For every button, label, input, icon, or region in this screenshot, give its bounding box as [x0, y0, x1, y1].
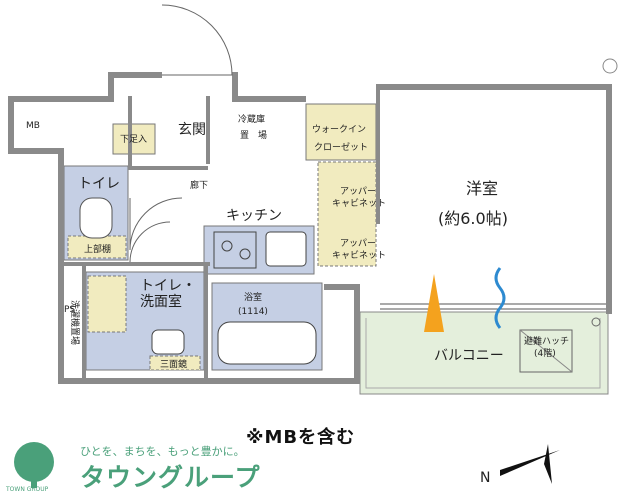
upper-shelf-label: 上部棚	[84, 243, 111, 255]
bathtub	[217, 321, 317, 365]
upper-cab-label-3: アッパー	[340, 238, 376, 249]
toilet-bowl	[79, 197, 113, 239]
toilet-label: トイレ	[78, 176, 120, 192]
balcony-area	[359, 311, 609, 395]
washroom-label-1: トイレ・	[140, 278, 196, 294]
washer-area	[87, 275, 127, 333]
kitchen-label: キッチン	[226, 208, 282, 224]
ps-label: PS	[64, 305, 75, 315]
walkin-label-1: ウォークイン	[312, 124, 366, 135]
upper-cab-label-4: キャビネット	[332, 250, 386, 261]
note-mb-included: ※MBを含む	[246, 427, 356, 448]
upper-shelf-area	[67, 235, 127, 259]
company-sub: TOWN GROUP	[6, 486, 49, 493]
company-name: タウングループ	[80, 463, 261, 492]
shoe-box-area	[112, 123, 156, 155]
shoe-box-label: 下足入	[120, 134, 147, 145]
compass-rose-icon: N	[480, 444, 560, 486]
sink-icon	[265, 231, 307, 267]
hatch-label-2: (4階)	[534, 348, 556, 359]
western-label-1: 洋室	[466, 179, 498, 198]
corridor-label: 廊下	[190, 179, 208, 191]
washer-label: 洗濯機置場	[69, 300, 81, 345]
toilet-door-swing	[129, 197, 183, 251]
drain-icon	[591, 317, 601, 327]
hatch-box	[519, 329, 573, 373]
fridge-label-2: 置 場	[240, 129, 267, 141]
company-tagline: ひとを、まちを、もっと豊かに。	[80, 445, 245, 458]
mirror-area	[149, 355, 201, 371]
mb-label: MB	[26, 121, 40, 131]
fridge-label-1: 冷蔵庫	[238, 113, 265, 125]
bath-label-2: (1114)	[238, 307, 268, 317]
entrance-door-swing	[161, 4, 233, 76]
walkin-label-2: クローゼット	[314, 141, 368, 153]
stove-icon	[213, 231, 257, 269]
bath-label-1: 浴室	[244, 291, 262, 303]
company-logo-icon	[14, 442, 54, 488]
western-label-2: (約6.0帖)	[438, 209, 508, 228]
mirror-label: 三面鏡	[160, 358, 187, 370]
sunlight-icon	[424, 274, 444, 332]
compass-n-label: N	[480, 470, 490, 486]
washroom-label-2: 洗面室	[140, 293, 182, 310]
airflow-icon	[494, 267, 506, 329]
balcony-inner-line	[365, 318, 601, 389]
entrance-label: 玄関	[178, 121, 206, 138]
upper-cab-label-1: アッパー	[340, 186, 376, 197]
washroom-door-swing	[129, 221, 171, 263]
balcony-label: バルコニー	[434, 348, 504, 364]
corner-dot	[602, 58, 618, 74]
wash-basin	[151, 329, 185, 355]
walls	[8, 72, 612, 384]
hatch-label-1: 避難ハッチ	[524, 335, 569, 347]
upper-cab-label-2: キャビネット	[332, 198, 386, 209]
